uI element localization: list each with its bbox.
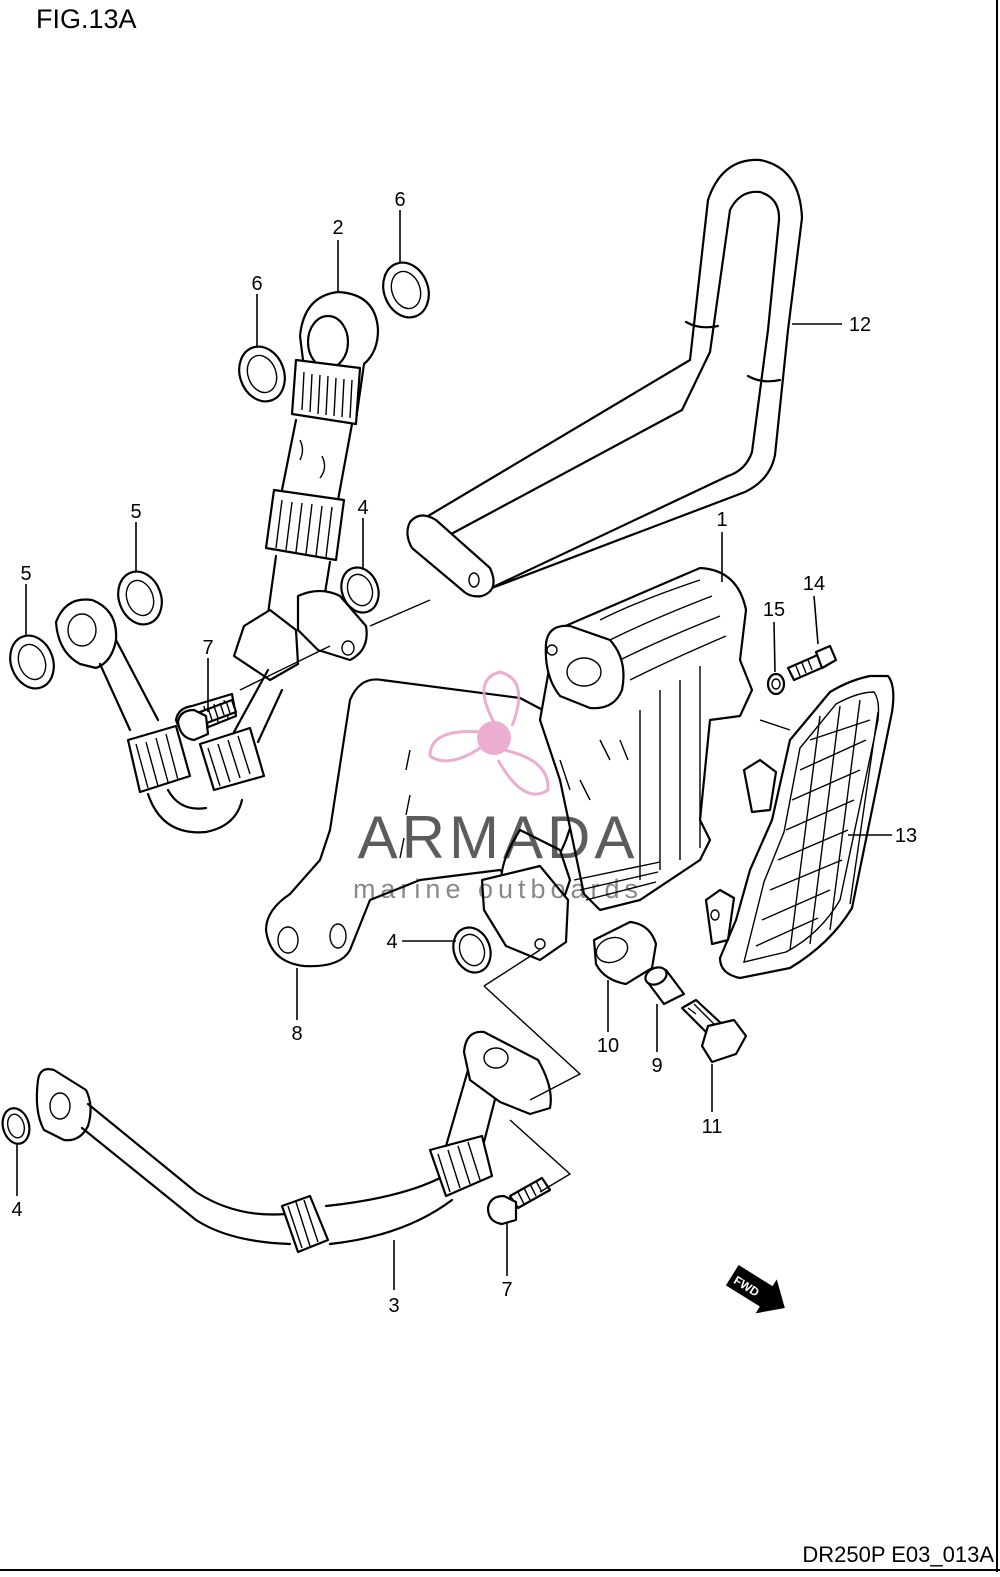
callout-2: 2 (332, 217, 343, 239)
callout-12: 12 (849, 314, 871, 336)
callout-4-upper: 4 (357, 497, 368, 519)
callout-10: 10 (597, 1035, 619, 1057)
callout-7-upper: 7 (202, 637, 213, 659)
part-3-oil-pipe (35, 1030, 552, 1254)
part-12-oil-hose (406, 158, 804, 598)
callout-1: 1 (716, 509, 727, 531)
part-8-bracket (264, 678, 602, 968)
part-6-washers (238, 261, 430, 403)
callout-6-right: 6 (394, 189, 405, 211)
fwd-direction-icon: FWD (725, 1264, 785, 1314)
callout-14: 14 (803, 573, 825, 595)
callout-6-left: 6 (251, 273, 262, 295)
callout-4-middle: 4 (386, 931, 397, 953)
armada-watermark: ARMADA marine outboards (353, 670, 643, 904)
part-2-hose-fitting (232, 290, 380, 682)
callout-4-lower: 4 (11, 1199, 22, 1221)
callout-5-right: 5 (130, 501, 141, 523)
propeller-logo-icon (428, 670, 550, 796)
part-15-washer (766, 672, 786, 696)
drawing-code: DR250P E03_013A (802, 1542, 994, 1567)
callout-3: 3 (388, 1295, 399, 1317)
callout-labels: 1 2 3 4 4 4 5 5 6 6 7 7 8 9 10 11 12 13 … (11, 189, 917, 1317)
part-7-bolts (176, 698, 552, 1226)
figure-title: FIG.13A (36, 4, 137, 34)
callout-leaders (16, 210, 892, 1290)
part-9-collar (644, 966, 686, 1006)
part-1-oil-cooler (480, 566, 754, 962)
part-5-washers (9, 570, 163, 690)
watermark-tagline: marine outboards (353, 874, 643, 904)
callout-11: 11 (702, 1116, 723, 1138)
part-14-bolt (786, 644, 838, 682)
assembly-guide-lines (239, 599, 791, 1193)
part-11-flange-bolt (680, 998, 748, 1064)
callout-7-lower: 7 (501, 1279, 512, 1301)
part-4-o-rings (1, 566, 492, 1145)
callout-9: 9 (651, 1055, 662, 1077)
callout-15: 15 (763, 599, 785, 621)
callout-8: 8 (291, 1023, 302, 1045)
part-13-gasket-plate (704, 674, 895, 980)
callout-5-left: 5 (20, 563, 31, 585)
watermark-brand: ARMADA (358, 804, 639, 871)
callout-13: 13 (895, 825, 917, 847)
